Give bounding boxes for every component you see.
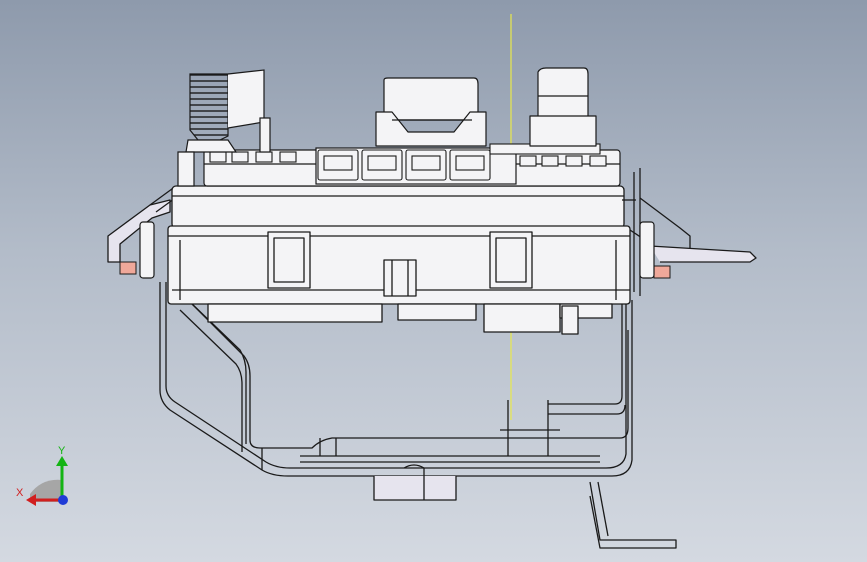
left-grommet [119,261,137,275]
left-connector[interactable] [177,69,271,187]
left-bushing [139,221,155,279]
right-connector[interactable] [529,67,597,147]
right-grommet [653,265,671,279]
y-arrow-head-icon [56,456,68,466]
fuse-slots [209,143,607,181]
center-connector[interactable] [375,77,487,147]
x-arrow-head-icon [26,494,36,506]
x-axis-label: X [16,487,24,499]
coordinate-triad: Y X [16,445,68,506]
z-axis-dot [58,495,68,505]
triad-base-icon [30,479,62,502]
housing-body[interactable] [167,185,636,335]
y-axis-label: Y [58,445,66,457]
mounting-bracket[interactable] [107,168,757,549]
right-bushing [639,221,655,279]
